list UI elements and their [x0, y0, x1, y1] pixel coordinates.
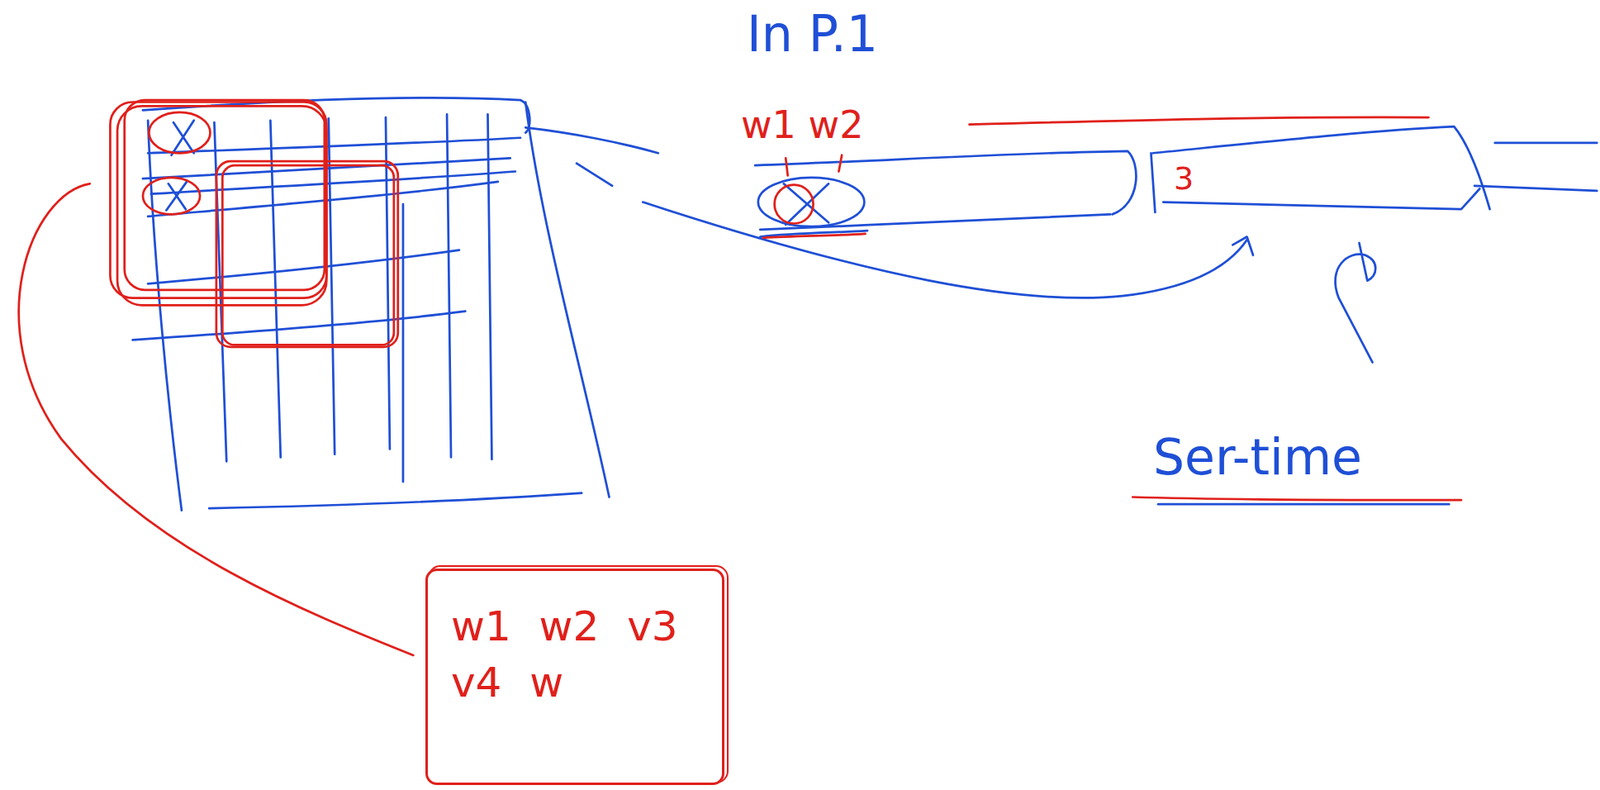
- service-time-label: Ser-time: [1149, 429, 1366, 485]
- page-note: In P.1: [743, 6, 882, 62]
- callout-number: 3: [1170, 161, 1197, 197]
- weight-label: w1 w2: [737, 104, 867, 147]
- vector-box: w1 w2 v3 v4 w: [425, 568, 725, 785]
- box-text: w1 w2 v3 v4 w: [451, 598, 699, 711]
